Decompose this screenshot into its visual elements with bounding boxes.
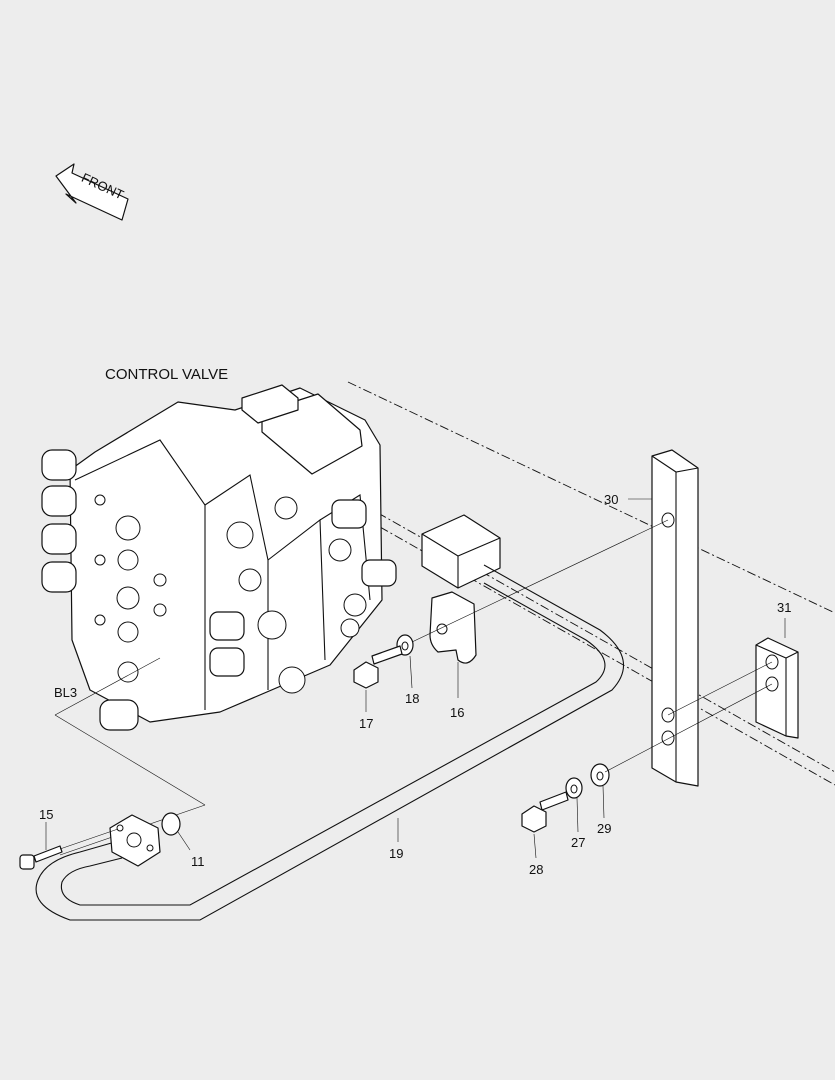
callout-leaders [45, 618, 786, 859]
callout-11: 11 [191, 854, 205, 869]
bolt-28 [521, 791, 569, 833]
pipe-flange [109, 814, 161, 867]
pipe-19 [35, 564, 625, 921]
o-ring-11 [161, 812, 181, 836]
callout-30: 30 [604, 492, 618, 507]
callout-16: 16 [450, 705, 464, 720]
callout-15: 15 [39, 807, 53, 822]
bar-30 [651, 449, 699, 787]
callout-17: 17 [359, 716, 373, 731]
callout-31: 31 [777, 600, 791, 615]
rubber-block [421, 514, 501, 589]
front-arrow-icon: FRONT [55, 163, 129, 221]
callout-bl3: BL3 [54, 685, 77, 700]
control-valve-body [41, 384, 397, 731]
bolt-17 [353, 645, 403, 689]
control-valve-title: CONTROL VALVE [105, 366, 228, 383]
bolt-15 [19, 828, 119, 870]
assembly-lines [411, 498, 773, 773]
callout-18: 18 [405, 691, 419, 706]
callout-27: 27 [571, 835, 585, 850]
clamp-16 [429, 591, 477, 664]
callout-29: 29 [597, 821, 611, 836]
callout-28: 28 [529, 862, 543, 877]
callout-19: 19 [389, 846, 403, 861]
plate-31 [755, 637, 799, 739]
